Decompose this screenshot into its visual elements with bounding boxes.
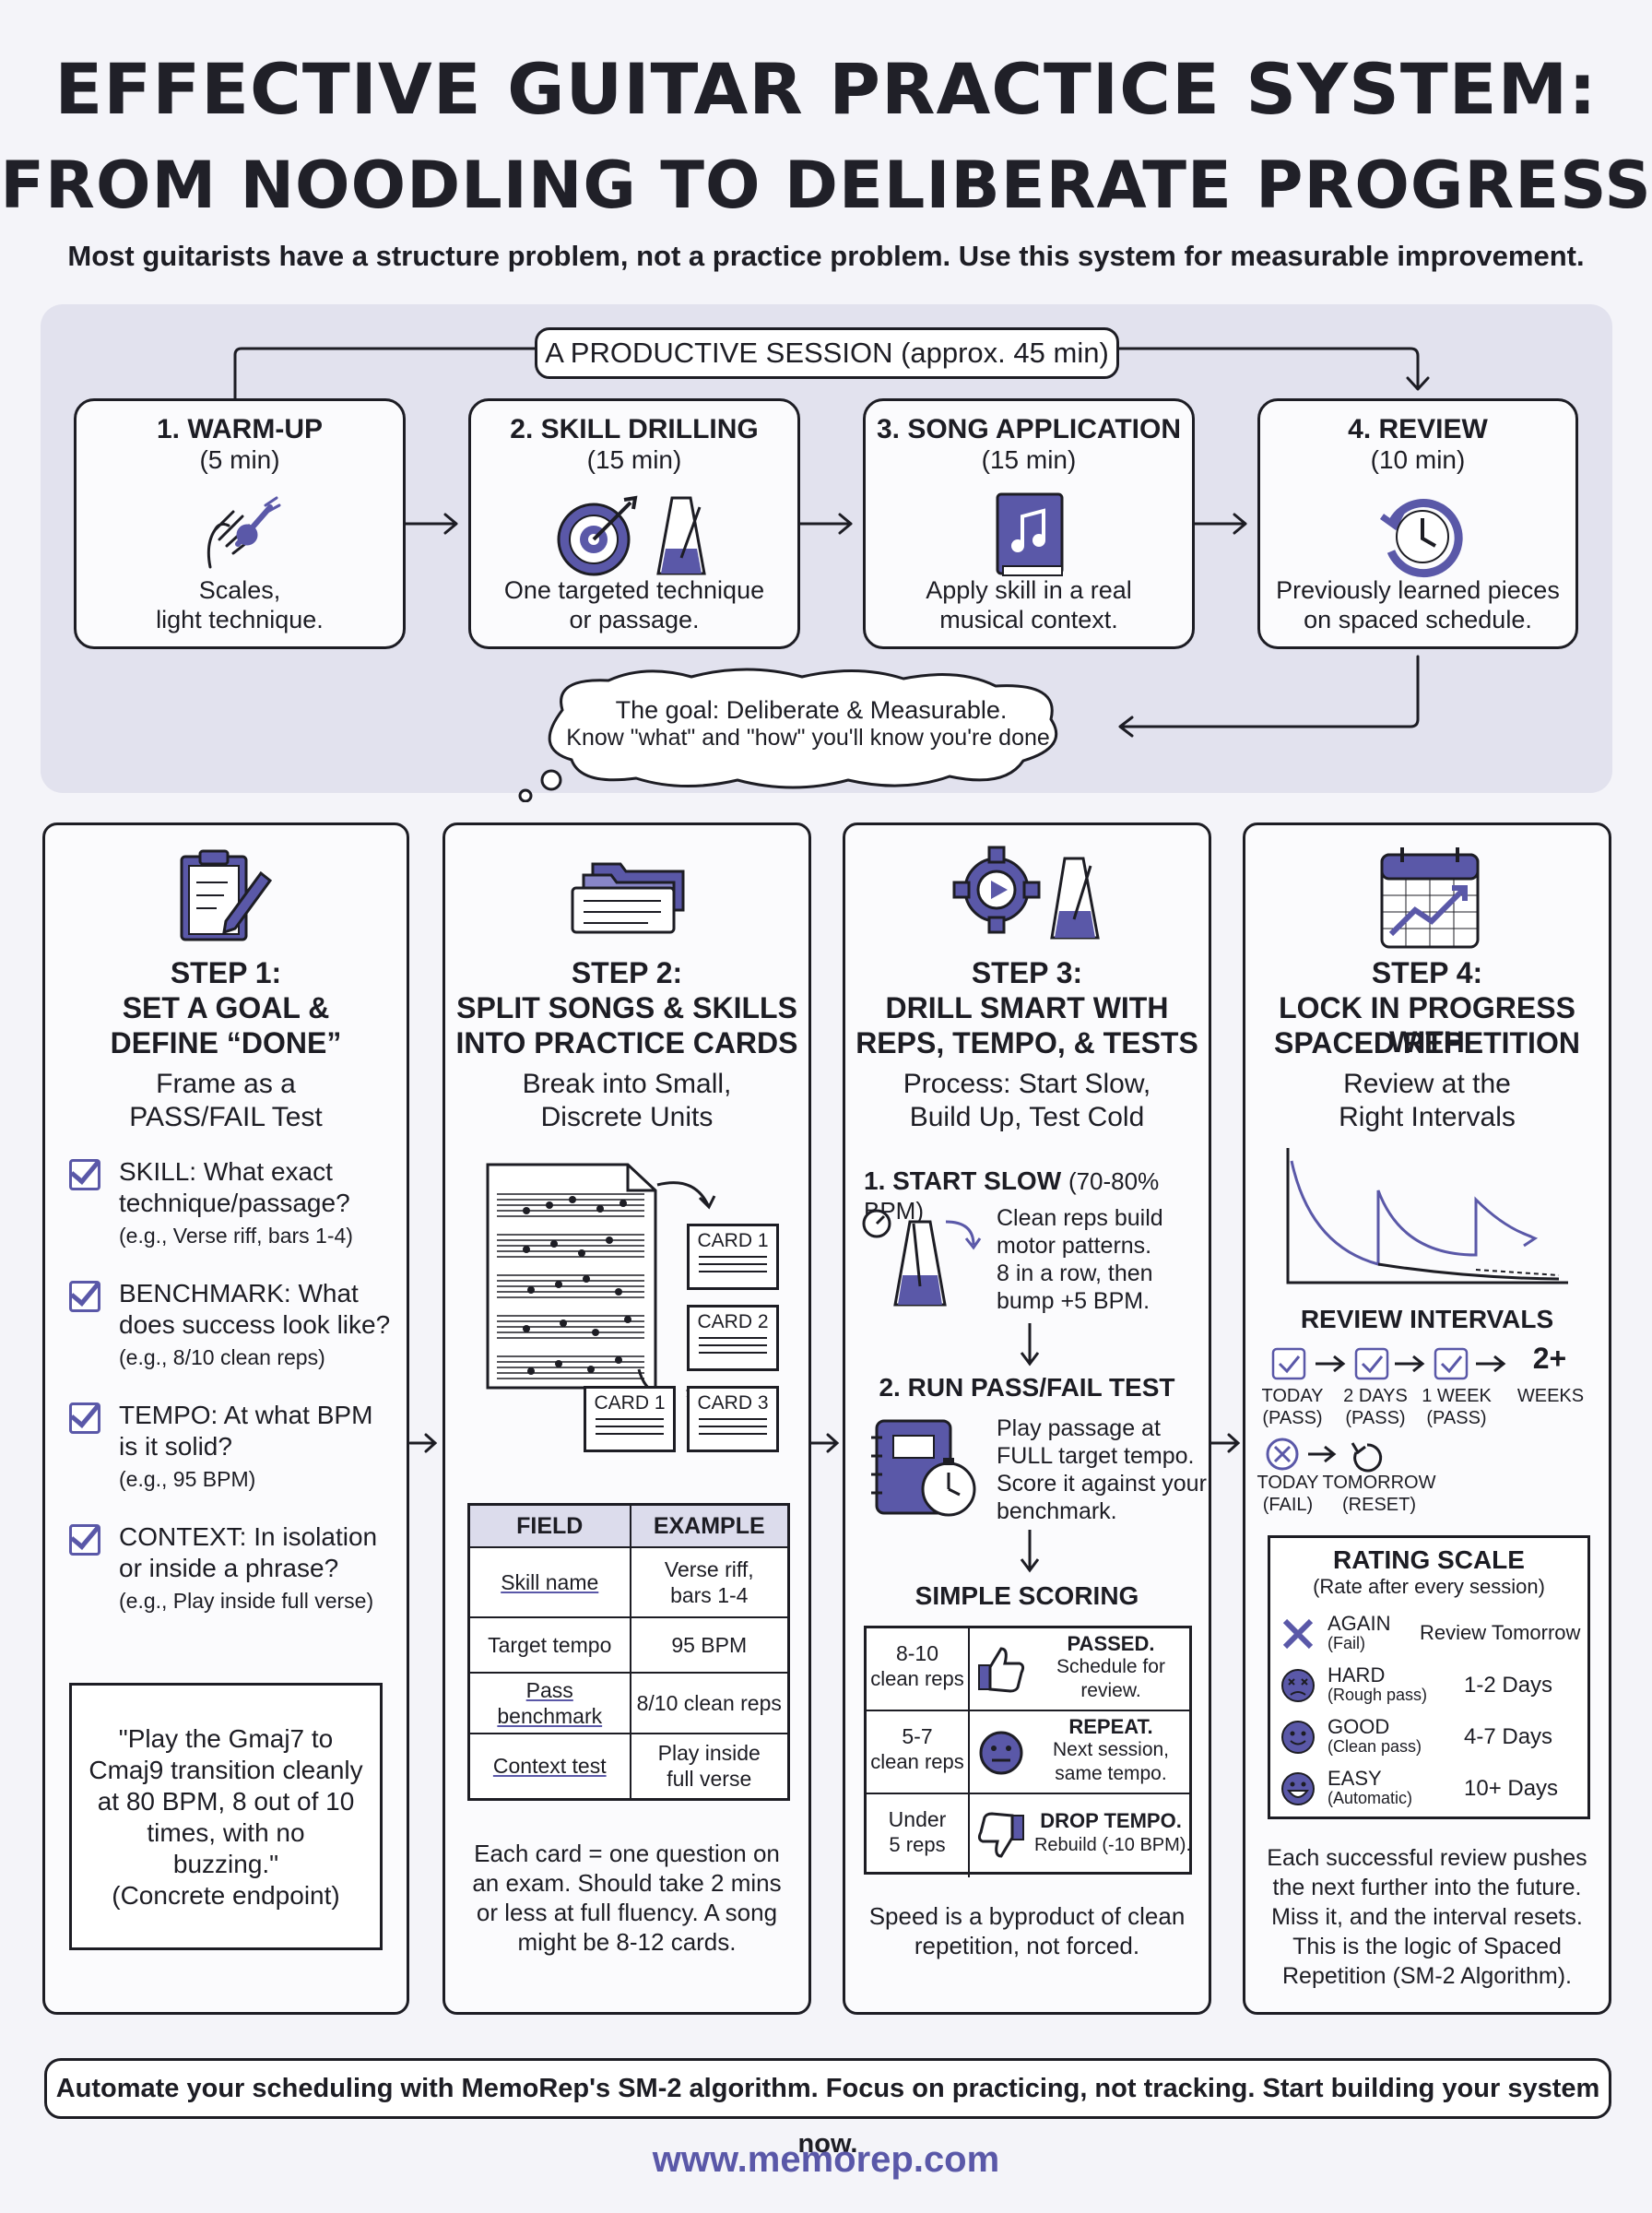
scoring-table: 8-10 clean reps PASSED. Schedule for rev… — [864, 1626, 1192, 1877]
rating-scale: RATING SCALE (Rate after every session) … — [1268, 1535, 1590, 1819]
sheet-music-icon — [486, 1163, 657, 1390]
column-flow-arrows — [408, 1433, 1241, 1453]
page-title: EFFECTIVE GUITAR PRACTICE SYSTEM: — [54, 48, 1598, 130]
page-subtitle: Most guitarists have a structure problem… — [67, 240, 1585, 272]
dizzy-face-icon — [1281, 1669, 1315, 1702]
page-title-line2: FROM NOODLING TO DELIBERATE PROGRESS — [0, 148, 1652, 223]
folders-icon — [571, 862, 685, 934]
checkbox-icon — [69, 1159, 100, 1190]
practice-card: CARD 1 — [687, 1224, 779, 1290]
goal-thought-cloud — [518, 668, 1058, 802]
stage-skill-drilling: 2. SKILL DRILLING (15 min) One targeted … — [468, 398, 800, 649]
interval-calendar-icons — [1271, 1347, 1506, 1380]
grin-face-icon — [1281, 1772, 1315, 1805]
forgetting-curve-graph — [1286, 1148, 1568, 1284]
step1-panel: STEP 1: SET A GOAL & DEFINE “DONE” Frame… — [42, 822, 409, 2015]
checkbox-icon — [69, 1402, 100, 1434]
step3-panel: STEP 3: DRILL SMART WITH REPS, TEMPO, & … — [843, 822, 1211, 2015]
neutral-face-icon — [979, 1731, 1023, 1775]
step2-panel: STEP 2: SPLIT SONGS & SKILLS INTO PRACTI… — [442, 822, 811, 2015]
practice-card: CARD 1 — [584, 1386, 676, 1452]
notebook-stopwatch-icon — [871, 1419, 976, 1517]
down-arrow-icon — [1020, 1323, 1040, 1367]
cta-banner[interactable]: Automate your scheduling with MemoRep's … — [44, 2058, 1611, 2159]
music-book-icon — [996, 492, 1064, 576]
goal-text-line2: Know "what" and "how" you'll know you're… — [566, 725, 1056, 751]
x-icon — [1282, 1618, 1314, 1650]
fail-reset-icons — [1266, 1438, 1383, 1473]
stage-review: 4. REVIEW (10 min) Previously learned pi… — [1257, 398, 1578, 649]
step4-panel: STEP 4: LOCK IN PROGRESS WITH SPACED REP… — [1243, 822, 1611, 2015]
session-label: A PRODUCTIVE SESSION (approx. 45 min) — [535, 327, 1119, 379]
table-header: FIELD EXAMPLE — [467, 1503, 790, 1548]
down-arrow-icon — [1020, 1530, 1040, 1573]
thumbs-down-icon — [977, 1812, 1024, 1858]
session-flow-arrows — [233, 347, 1430, 738]
practice-card: CARD 2 — [687, 1305, 779, 1371]
metronome-speed-icon — [862, 1209, 982, 1307]
goal-example-quote: "Play the Gmaj7 to Cmaj9 transition clea… — [69, 1683, 383, 1950]
clock-refresh-icon — [1379, 499, 1463, 578]
calendar-chart-icon — [1380, 847, 1480, 949]
checkbox-icon — [69, 1281, 100, 1312]
target-metronome-icon — [557, 495, 706, 576]
hand-guitar-icon — [206, 496, 281, 569]
smile-face-icon — [1281, 1721, 1315, 1754]
thumbs-up-icon — [978, 1647, 1025, 1693]
clipboard-icon — [180, 849, 273, 941]
scoring-row: Under 5 reps DROP TEMPO. Rebuild (-10 BP… — [867, 1794, 1191, 1877]
stage-song-application: 3. SONG APPLICATION (15 min) Apply skill… — [863, 398, 1195, 649]
goal-text-line1: The goal: Deliberate & Measurable. — [615, 696, 1008, 724]
checkbox-icon — [69, 1524, 100, 1556]
website-link[interactable]: www.memorep.com — [652, 2139, 1000, 2180]
practice-card: CARD 3 — [687, 1386, 779, 1452]
scoring-row: 8-10 clean reps PASSED. Schedule for rev… — [867, 1628, 1189, 1711]
scoring-row: 5-7 clean reps REPEAT. Next session, sam… — [867, 1711, 1189, 1794]
gear-metronome-icon — [952, 846, 1100, 940]
stage-warm-up: 1. WARM-UP (5 min) Scales, light techniq… — [74, 398, 406, 649]
